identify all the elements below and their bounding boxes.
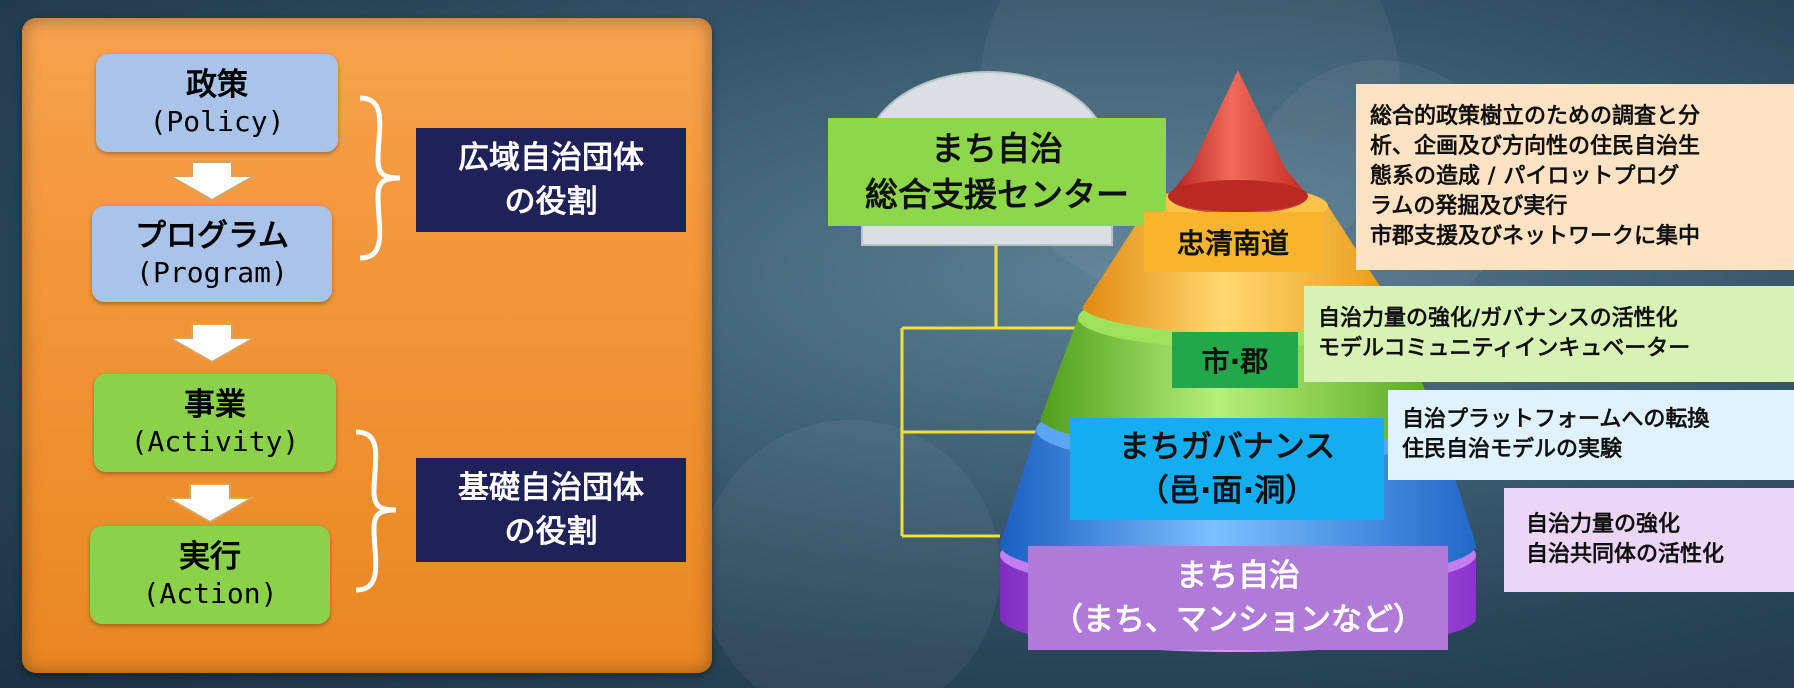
label-line: （邑·面·洞） [1137,473,1317,509]
tier-desc-community: 自治力量の強化 自治共同体の活性化 [1504,488,1794,592]
connector-lines [900,245,1090,538]
tier-desc-province: 総合的政策樹立のための調査と分 析、企画及び方向性の住民自治生 態系の造成 / … [1356,84,1794,270]
label-line: まちガバナンス [1118,429,1336,465]
brace-icon [355,429,397,593]
background-swirl [700,420,1000,688]
tier-desc-city-county: 自治力量の強化/ガバナンスの活性化 モデルコミュニティインキュベーター [1304,286,1794,382]
step-subtitle: (Program) [136,256,288,289]
role-line: の役割 [504,514,598,550]
down-arrow-icon [166,161,258,202]
step-title: プログラム [134,218,290,254]
desc-line: 態系の造成 / パイロットプログ [1370,164,1680,189]
step-subtitle: (Activity) [130,425,300,458]
step-activity: 事業 (Activity) [94,374,336,472]
label-line: まち自治 [1176,558,1300,594]
step-subtitle: (Policy) [149,105,285,138]
label-line: 総合支援センター [865,175,1129,214]
step-title: 実行 [179,539,241,575]
step-title: 政策 [186,67,248,103]
tier-red-base [1168,180,1308,212]
role-line: 基礎自治団体 [458,470,644,506]
label-line: 市·郡 [1201,345,1269,378]
tier-desc-governance: 自治プラットフォームへの転換 住民自治モデルの実験 [1388,390,1794,480]
desc-line: 住民自治モデルの実験 [1402,437,1623,462]
desc-line: 自治プラットフォームへの転換 [1402,407,1710,432]
tier-label-city-county: 市·郡 [1172,332,1298,388]
desc-line: 自治力量の強化/ガバナンスの活性化 [1318,306,1678,331]
desc-line: 自治共同体の活性化 [1526,542,1725,567]
tier-label-community: まち自治 （まち、マンションなど） [1028,546,1448,650]
desc-line: モデルコミュニティインキュベーター [1318,336,1691,361]
role-regional-government: 広域自治団体 の役割 [416,128,686,232]
desc-line: 市郡支援及びネットワークに集中 [1370,224,1701,249]
role-local-government: 基礎自治団体 の役割 [416,458,686,562]
label-line: 忠清南道 [1176,227,1289,260]
step-action: 実行 (Action) [90,526,330,624]
desc-line: 自治力量の強化 [1526,512,1681,537]
label-line: まち自治 [931,129,1063,168]
role-line: 広域自治団体 [458,140,644,176]
step-program: プログラム (Program) [92,206,332,302]
step-title: 事業 [184,387,246,423]
role-line: の役割 [504,184,598,220]
label-line: （まち、マンションなど） [1052,602,1424,638]
step-subtitle: (Action) [142,577,278,610]
tier-label-province: 忠清南道 [1144,212,1322,272]
desc-line: 析、企画及び方向性の住民自治生 [1370,134,1701,159]
desc-line: ラムの発掘及び実行 [1370,194,1568,219]
down-arrow-icon [164,483,256,524]
tier-red-cone [1168,70,1308,214]
brace-icon [359,95,401,261]
step-policy: 政策 (Policy) [96,54,338,152]
down-arrow-icon [166,323,258,364]
desc-line: 総合的政策樹立のための調査と分 [1370,104,1701,129]
tier-label-governance: まちガバナンス （邑·面·洞） [1070,418,1384,520]
support-center-label: まち自治 総合支援センター [828,118,1166,226]
